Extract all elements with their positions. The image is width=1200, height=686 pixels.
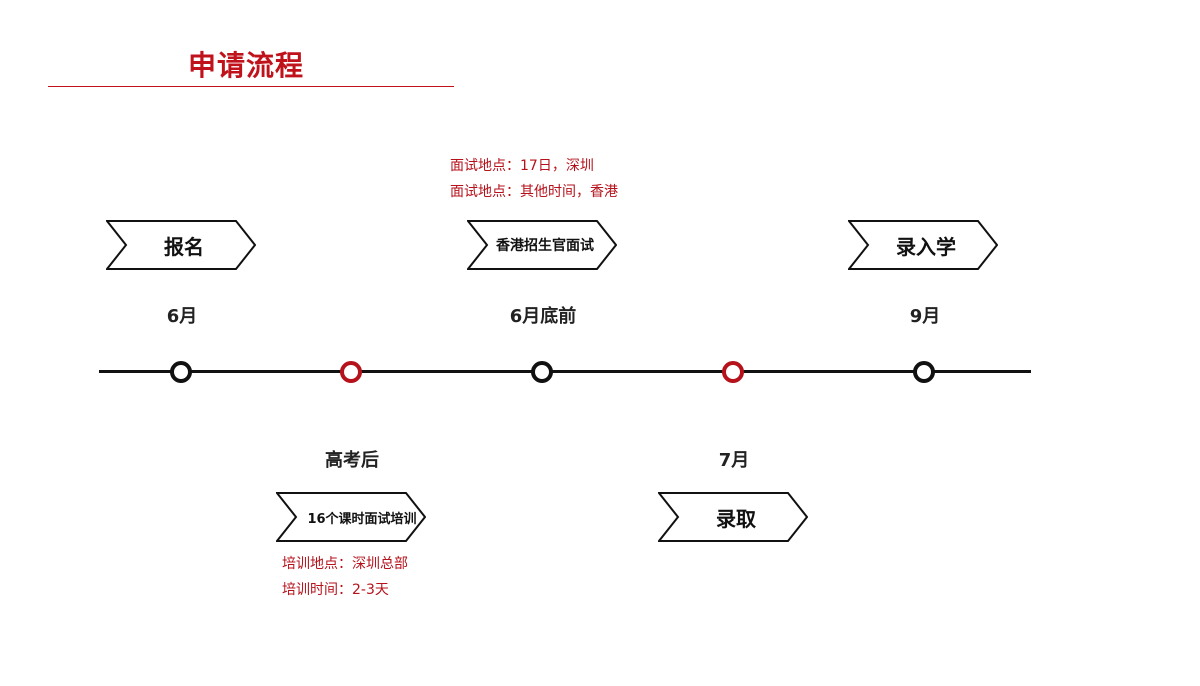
timeline-node-3 <box>531 361 553 383</box>
step-5-date: 9月 <box>909 306 941 327</box>
timeline-node-2 <box>340 361 362 383</box>
step-3-note-2: 面试地点：其他时间，香港 <box>450 184 618 200</box>
step-4-tag: 录取 <box>658 492 808 542</box>
step-4-date: 7月 <box>718 450 750 471</box>
step-3-tag: 香港招生官面试 <box>467 220 617 270</box>
step-2-note-2: 培训时间：2-3天 <box>282 582 389 598</box>
step-3-label: 香港招生官面试 <box>496 238 594 254</box>
chevron-tag-shape <box>658 492 808 542</box>
timeline-node-5 <box>913 361 935 383</box>
step-1-date: 6月 <box>166 306 198 327</box>
step-5-tag: 录入学 <box>848 220 998 270</box>
step-1-tag: 报名 <box>106 220 256 270</box>
step-1-label: 报名 <box>164 234 204 259</box>
chevron-tag-shape <box>106 220 256 270</box>
step-2-date: 高考后 <box>325 450 379 471</box>
step-5-label: 录入学 <box>896 234 956 259</box>
step-3-note-1: 面试地点：17日，深圳 <box>450 158 594 174</box>
step-2-note-1: 培训地点：深圳总部 <box>282 556 408 572</box>
title-underline <box>48 86 454 87</box>
timeline-node-4 <box>722 361 744 383</box>
step-3-date: 6月底前 <box>509 306 577 327</box>
step-4-label: 录取 <box>716 506 756 531</box>
step-2-label: 16个课时面试培训 <box>307 511 417 527</box>
timeline-line <box>99 370 1031 373</box>
step-2-tag: 16个课时面试培训 <box>276 492 426 542</box>
chevron-tag-shape <box>467 220 617 270</box>
chevron-tag-shape <box>276 492 426 542</box>
timeline-node-1 <box>170 361 192 383</box>
page-title: 申请流程 <box>188 49 305 82</box>
chevron-tag-shape <box>848 220 998 270</box>
